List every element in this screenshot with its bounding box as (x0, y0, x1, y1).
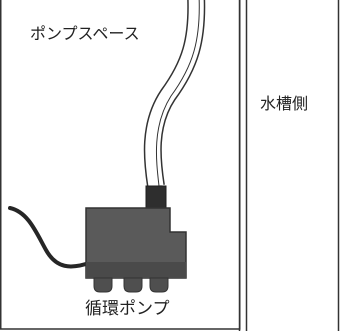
tank-side-label: 水槽側 (260, 94, 309, 113)
hose-inner-line (155, 0, 200, 187)
pump-suction-foot-1 (93, 277, 113, 293)
pump-suction-foot-2 (123, 277, 143, 293)
circulation-pump-label: 循環ポンプ (85, 299, 170, 319)
hose-tube (145, 0, 204, 188)
pump-outlet-nozzle (145, 185, 167, 209)
pump-power-cable (8, 206, 94, 269)
pump-space-label: ポンプスペース (30, 24, 140, 43)
pump-body-shade (86, 262, 186, 278)
pump-suction-foot-3 (149, 277, 169, 293)
pump-space-compartment (0, 0, 241, 330)
